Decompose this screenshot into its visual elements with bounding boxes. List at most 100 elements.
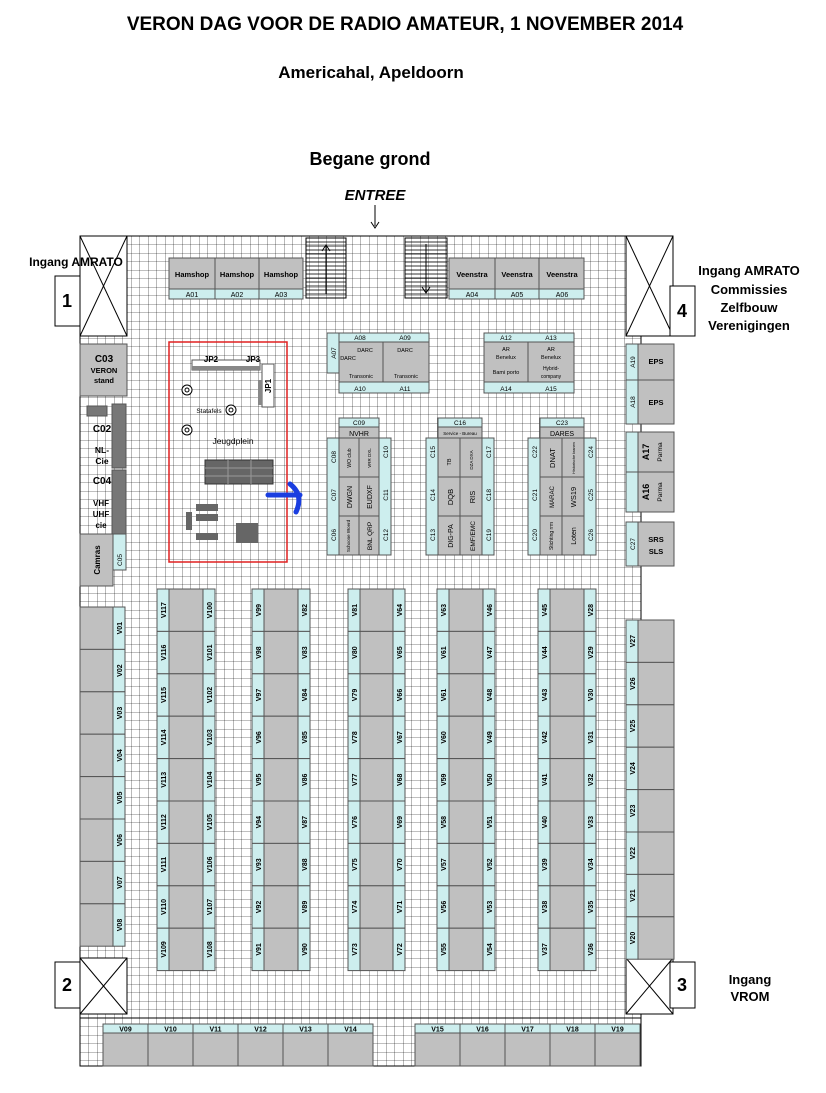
stand-v17[interactable]: V17 bbox=[504, 1023, 551, 1067]
stand-v51[interactable]: V51 bbox=[448, 800, 496, 844]
stand-v16[interactable]: V16 bbox=[459, 1023, 506, 1067]
stand-v46[interactable]: V46 bbox=[448, 588, 496, 632]
stand-v23[interactable]: V23 bbox=[625, 789, 675, 833]
stand-v110[interactable]: V110 bbox=[156, 885, 170, 929]
stand-v20[interactable]: V20 bbox=[625, 916, 675, 960]
stand-hamshop-a01[interactable]: Hamshop A01 bbox=[168, 257, 216, 300]
entrance-3[interactable]: 3 bbox=[625, 957, 696, 1015]
stand-v21[interactable]: V21 bbox=[625, 873, 675, 918]
stand-v28[interactable]: V28 bbox=[549, 588, 597, 632]
stand-v48[interactable]: V48 bbox=[448, 673, 496, 717]
stand-v05[interactable]: V05 bbox=[79, 776, 126, 820]
stand-v50[interactable]: V50 bbox=[448, 758, 496, 802]
stand-v39[interactable]: V39 bbox=[537, 842, 551, 887]
stand-v45[interactable]: V45 bbox=[537, 588, 551, 632]
stand-a17-parma[interactable]: A17 Parma bbox=[625, 431, 675, 473]
stand-v57[interactable]: V57 bbox=[436, 842, 450, 887]
stand-v15[interactable]: V15 bbox=[414, 1023, 461, 1067]
stand-v71[interactable]: V71 bbox=[359, 885, 406, 929]
stand-v106[interactable]: V106 bbox=[168, 842, 216, 887]
stand-v80[interactable]: V80 bbox=[347, 630, 361, 675]
stand-a16-parma[interactable]: A16 Parma bbox=[625, 471, 675, 513]
stand-v117[interactable]: V117 bbox=[156, 588, 170, 632]
stand-v36[interactable]: V36 bbox=[549, 927, 597, 972]
stand-v53[interactable]: V53 bbox=[448, 885, 496, 929]
stand-v30[interactable]: V30 bbox=[549, 673, 597, 717]
stand-v14[interactable]: V14 bbox=[327, 1023, 374, 1067]
stand-v26[interactable]: V26 bbox=[625, 661, 675, 706]
stand-v74[interactable]: V74 bbox=[347, 885, 361, 929]
stand-v90[interactable]: V90 bbox=[263, 927, 311, 972]
stand-c23-dares-block[interactable]: C23 DARES C22 C21 C20 C24 C25 C26 DNAT H… bbox=[527, 417, 597, 556]
stand-v52[interactable]: V52 bbox=[448, 842, 496, 887]
stand-v10[interactable]: V10 bbox=[147, 1023, 194, 1067]
stand-v34[interactable]: V34 bbox=[549, 842, 597, 887]
stand-v43[interactable]: V43 bbox=[537, 673, 551, 717]
stand-v81[interactable]: V81 bbox=[347, 588, 361, 632]
stand-v01[interactable]: V01 bbox=[79, 606, 126, 650]
stand-v104[interactable]: V104 bbox=[168, 758, 216, 802]
stand-veenstra-a04[interactable]: Veenstra A04 bbox=[448, 257, 496, 300]
stand-v78[interactable]: V78 bbox=[347, 715, 361, 760]
stand-c04-vhf-uhf[interactable]: C04 VHF UHF cie bbox=[93, 469, 127, 535]
stand-v116[interactable]: V116 bbox=[156, 630, 170, 675]
stand-hamshop-a02[interactable]: Hamshop A02 bbox=[214, 257, 260, 300]
stand-v32[interactable]: V32 bbox=[549, 758, 597, 802]
stand-v112[interactable]: V112 bbox=[156, 800, 170, 844]
stand-v40[interactable]: V40 bbox=[537, 800, 551, 844]
stand-v03[interactable]: V03 bbox=[79, 691, 126, 735]
jeugdplein-area[interactable]: JP2 JP3 JP1 Statafels Jeugdplein bbox=[168, 341, 288, 563]
stand-v102[interactable]: V102 bbox=[168, 673, 216, 717]
stand-v44[interactable]: V44 bbox=[537, 630, 551, 675]
stand-v41[interactable]: V41 bbox=[537, 758, 551, 802]
stand-v101[interactable]: V101 bbox=[168, 630, 216, 675]
stand-v38[interactable]: V38 bbox=[537, 885, 551, 929]
entrance-4[interactable]: 4 bbox=[625, 235, 696, 337]
stand-v105[interactable]: V105 bbox=[168, 800, 216, 844]
stand-v67[interactable]: V67 bbox=[359, 715, 406, 760]
stand-v86[interactable]: V86 bbox=[263, 758, 311, 802]
stand-v56[interactable]: V56 bbox=[436, 885, 450, 929]
stand-v54[interactable]: V54 bbox=[448, 927, 496, 972]
stand-v02[interactable]: V02 bbox=[79, 648, 126, 693]
stand-c03-veron[interactable]: C03 VERON stand bbox=[79, 343, 128, 397]
stand-v92[interactable]: V92 bbox=[251, 885, 265, 929]
entrance-2[interactable]: 2 bbox=[54, 957, 128, 1015]
stand-v73[interactable]: V73 bbox=[347, 927, 361, 972]
stand-v75[interactable]: V75 bbox=[347, 842, 361, 887]
stand-v88[interactable]: V88 bbox=[263, 842, 311, 887]
stand-c27-srs-sls[interactable]: C27 SRS SLS bbox=[625, 521, 675, 567]
stand-a18-eps[interactable]: A18 EPS bbox=[625, 379, 675, 425]
stand-v09[interactable]: V09 bbox=[102, 1023, 149, 1067]
stand-v66[interactable]: V66 bbox=[359, 673, 406, 717]
stand-v107[interactable]: V107 bbox=[168, 885, 216, 929]
stand-v97[interactable]: V97 bbox=[251, 673, 265, 717]
stand-v91[interactable]: V91 bbox=[251, 927, 265, 972]
stand-v12[interactable]: V12 bbox=[237, 1023, 284, 1067]
entrance-1[interactable]: 1 bbox=[54, 235, 128, 337]
stand-v61[interactable]: V61 bbox=[436, 630, 450, 675]
stand-hamshop-a03[interactable]: Hamshop A03 bbox=[258, 257, 304, 300]
stand-v77[interactable]: V77 bbox=[347, 758, 361, 802]
stand-c16-service-block[interactable]: C16 Service - Bureau C15 C14 C13 C17 C18… bbox=[425, 417, 495, 556]
stand-v99[interactable]: V99 bbox=[251, 588, 265, 632]
stand-v100[interactable]: V100 bbox=[168, 588, 216, 632]
stand-v06[interactable]: V06 bbox=[79, 818, 126, 862]
stand-a07[interactable]: A07 bbox=[326, 332, 340, 374]
stand-v33[interactable]: V33 bbox=[549, 800, 597, 844]
stand-v111[interactable]: V111 bbox=[156, 842, 170, 887]
stand-v94[interactable]: V94 bbox=[251, 800, 265, 844]
stand-v115[interactable]: V115 bbox=[156, 673, 170, 717]
stand-v114[interactable]: V114 bbox=[156, 715, 170, 760]
stand-v37[interactable]: V37 bbox=[537, 927, 551, 972]
stand-v19[interactable]: V19 bbox=[594, 1023, 641, 1067]
stand-v113[interactable]: V113 bbox=[156, 758, 170, 802]
stand-camras[interactable]: Camras C05 bbox=[79, 533, 127, 587]
stand-v61[interactable]: V61 bbox=[436, 673, 450, 717]
stand-v25[interactable]: V25 bbox=[625, 704, 675, 748]
stand-v89[interactable]: V89 bbox=[263, 885, 311, 929]
stand-v96[interactable]: V96 bbox=[251, 715, 265, 760]
stand-ar-benelux-block[interactable]: A12 A13 AR Benelux AR Benelux Bami porto… bbox=[483, 332, 575, 394]
stand-c02-nl-cie[interactable]: C02 NL- Cie bbox=[86, 403, 127, 469]
stand-v55[interactable]: V55 bbox=[436, 927, 450, 972]
